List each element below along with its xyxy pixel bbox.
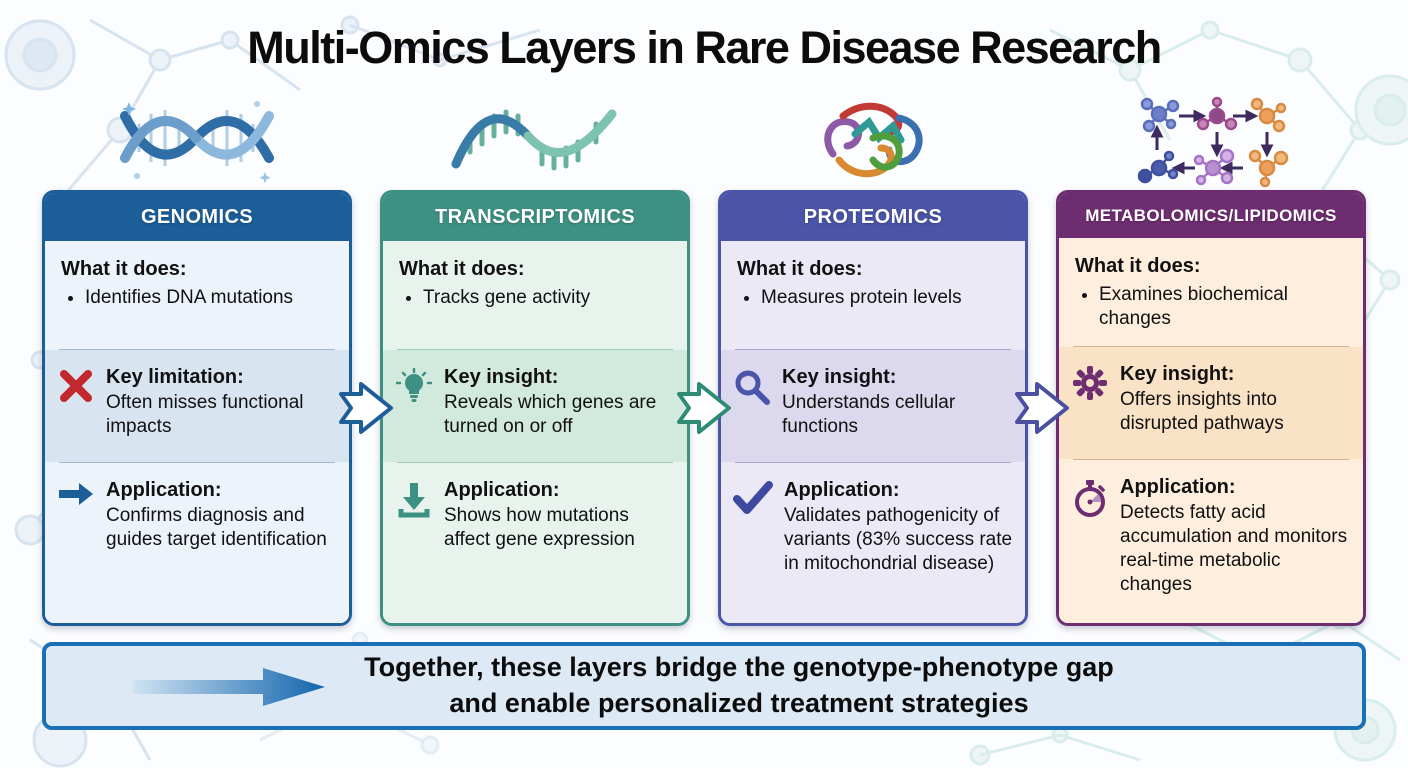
proteomics-what-section: What it does: Measures protein levels	[721, 241, 1025, 349]
key-text: Understands cellular functions	[782, 392, 956, 438]
rna-strand-icon	[380, 92, 690, 187]
lightbulb-icon	[395, 368, 433, 408]
flow-arrow-icon	[335, 377, 397, 439]
card-metabolomics-header: METABOLOMICS/LIPIDOMICS	[1059, 193, 1363, 238]
application-heading: Application:	[784, 479, 900, 501]
metabolomics-application-section: Application: Detects fatty acid accumula…	[1059, 460, 1363, 623]
what-bullet: Measures protein levels	[761, 286, 1009, 310]
card-metabolomics-body: What it does: Examines biochemical chang…	[1059, 238, 1363, 623]
key-heading: Key insight:	[782, 366, 897, 388]
application-heading: Application:	[1120, 476, 1236, 498]
card-genomics-header: GENOMICS	[45, 193, 349, 241]
metabolite-cycle-icon	[1056, 92, 1366, 187]
arrow-right-icon	[57, 481, 95, 507]
download-icon	[395, 481, 433, 519]
key-text: Often misses functional impacts	[106, 392, 304, 438]
application-heading: Application:	[106, 479, 222, 501]
card-transcriptomics-body: What it does: Tracks gene activity Key i…	[383, 241, 687, 623]
card-proteomics-header: PROTEOMICS	[721, 193, 1025, 241]
divider	[397, 349, 673, 350]
genomics-what-section: What it does: Identifies DNA mutations	[45, 241, 349, 349]
metabolomics-key-section: Key insight: Offers insights into disrup…	[1059, 347, 1363, 459]
transcriptomics-what-section: What it does: Tracks gene activity	[383, 241, 687, 349]
proteomics-application-section: Application: Validates pathogenicity of …	[721, 463, 1025, 623]
key-text: Reveals which genes are turned on or off	[444, 392, 657, 438]
card-transcriptomics-header: TRANSCRIPTOMICS	[383, 193, 687, 241]
flow-arrow-icon	[1011, 377, 1073, 439]
divider	[1073, 459, 1349, 460]
what-heading: What it does:	[399, 258, 525, 280]
stopwatch-icon	[1071, 478, 1109, 518]
divider	[59, 462, 335, 463]
divider	[1073, 346, 1349, 347]
what-bullet: Tracks gene activity	[423, 286, 671, 310]
divider	[59, 349, 335, 350]
genomics-application-section: Application: Confirms diagnosis and guid…	[45, 463, 349, 623]
card-genomics: GENOMICS What it does: Identifies DNA mu…	[42, 190, 352, 626]
what-heading: What it does:	[1075, 255, 1201, 277]
key-heading: Key insight:	[444, 366, 559, 388]
divider	[735, 462, 1011, 463]
metabolomics-what-section: What it does: Examines biochemical chang…	[1059, 238, 1363, 346]
card-proteomics: PROTEOMICS What it does: Measures protei…	[718, 190, 1028, 626]
what-heading: What it does:	[737, 258, 863, 280]
divider	[735, 349, 1011, 350]
summary-line-1: Together, these layers bridge the genoty…	[364, 652, 1114, 683]
application-text: Detects fatty acid accumulation and moni…	[1120, 502, 1348, 596]
red-x-icon	[57, 368, 95, 404]
application-text: Confirms diagnosis and guides target ide…	[106, 505, 327, 551]
gear-icon	[1071, 365, 1109, 401]
key-heading: Key limitation:	[106, 366, 244, 388]
omics-columns: GENOMICS What it does: Identifies DNA mu…	[42, 190, 1366, 626]
transcriptomics-key-section: Key insight: Reveals which genes are tur…	[383, 350, 687, 462]
summary-text: Together, these layers bridge the genoty…	[46, 646, 1362, 726]
application-heading: Application:	[444, 479, 560, 501]
application-text: Shows how mutations affect gene expressi…	[444, 505, 635, 551]
divider	[397, 462, 673, 463]
flow-arrow-icon	[673, 377, 735, 439]
what-heading: What it does:	[61, 258, 187, 280]
application-text: Validates pathogenicity of variants (83%…	[784, 505, 1013, 575]
key-heading: Key insight:	[1120, 363, 1235, 385]
key-text: Offers insights into disrupted pathways	[1120, 389, 1284, 435]
protein-ribbon-icon	[718, 92, 1028, 187]
card-metabolomics: METABOLOMICS/LIPIDOMICS What it does: Ex…	[1056, 190, 1366, 626]
magnifier-icon	[733, 368, 771, 406]
what-bullet: Identifies DNA mutations	[85, 286, 333, 310]
summary-banner: Together, these layers bridge the genoty…	[42, 642, 1366, 730]
proteomics-key-section: Key insight: Understands cellular functi…	[721, 350, 1025, 462]
transcriptomics-application-section: Application: Shows how mutations affect …	[383, 463, 687, 623]
gradient-arrow-icon	[131, 664, 331, 715]
page-title: Multi-Omics Layers in Rare Disease Resea…	[247, 22, 1162, 73]
checkmark-icon	[733, 481, 773, 515]
card-proteomics-body: What it does: Measures protein levels Ke…	[721, 241, 1025, 623]
what-bullet: Examines biochemical changes	[1099, 283, 1347, 332]
dna-helix-icon	[42, 92, 352, 187]
genomics-key-section: Key limitation: Often misses functional …	[45, 350, 349, 462]
card-genomics-body: What it does: Identifies DNA mutations K…	[45, 241, 349, 623]
summary-line-2: and enable personalized treatment strate…	[449, 688, 1029, 718]
card-transcriptomics: TRANSCRIPTOMICS What it does: Tracks gen…	[380, 190, 690, 626]
